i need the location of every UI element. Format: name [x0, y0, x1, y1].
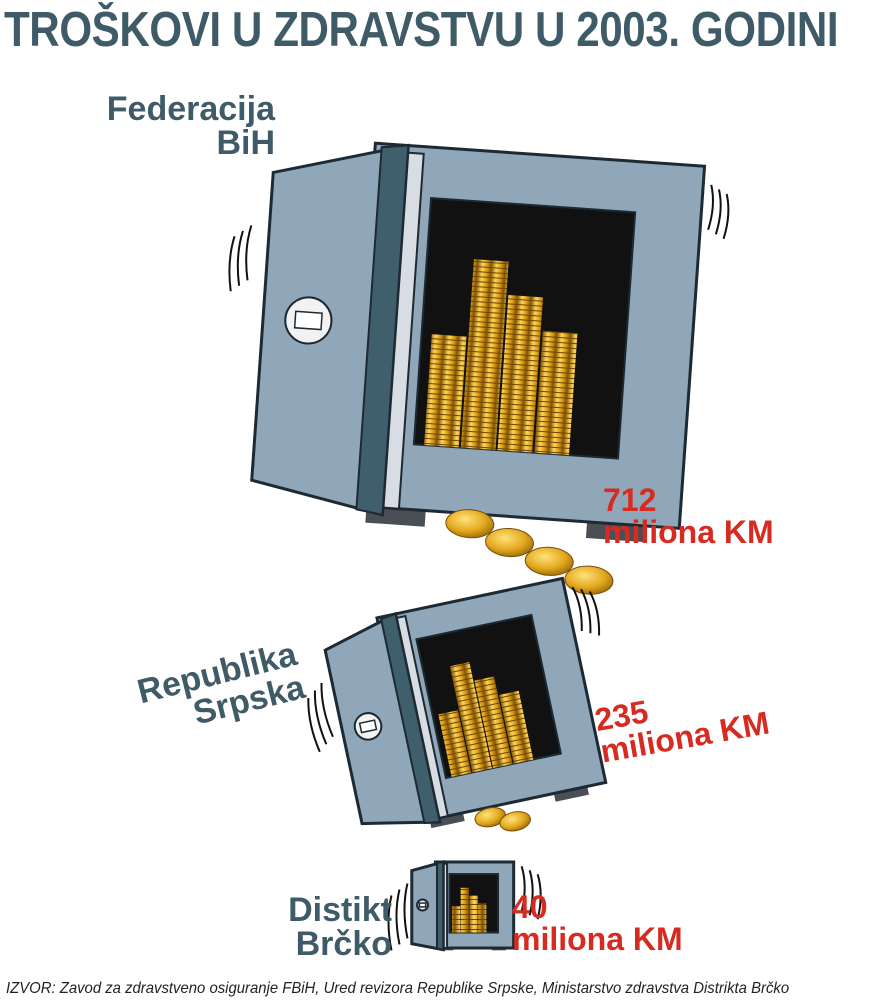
safe-mark-0 — [228, 141, 730, 595]
region-label-federacija: Federacija BiH — [106, 90, 275, 162]
value-label-federacija: 712 miliona KM — [603, 482, 774, 550]
safe-mark-1 — [307, 576, 608, 832]
region-label-brcko: Distikt Brčko — [288, 891, 392, 963]
source-note: IZVOR: Zavod za zdravstveno osiguranje F… — [6, 980, 790, 997]
safe-mark-2 — [387, 860, 542, 952]
value-label-brcko: 40 miliona KM — [512, 889, 683, 957]
chart-title: TROŠKOVI U ZDRAVSTVU U 2003. GODINI — [4, 3, 839, 57]
